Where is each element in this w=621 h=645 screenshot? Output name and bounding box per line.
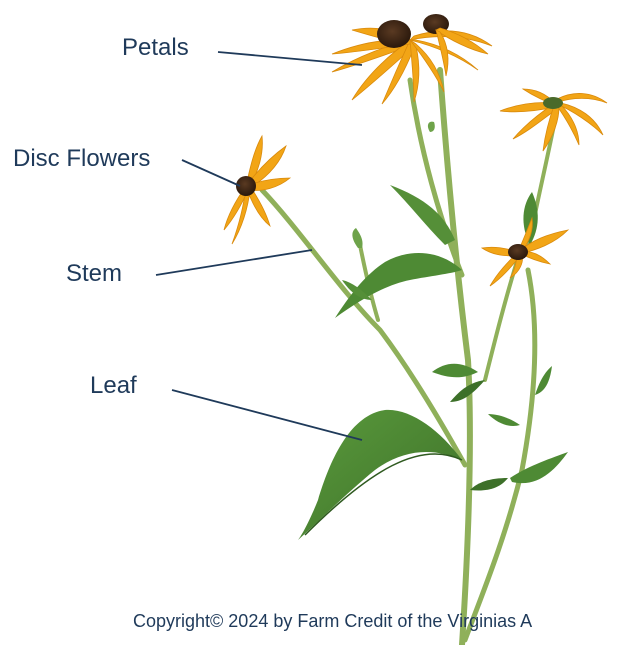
label-stem: Stem: [66, 262, 122, 286]
bud2: [428, 122, 435, 132]
label-petals: Petals: [122, 36, 189, 60]
stems: [262, 70, 555, 645]
leaf-right-mid2: [488, 414, 520, 426]
leader-lines: [156, 52, 362, 440]
leader-line-disc-flowers: [182, 160, 240, 186]
copyright-notice: Copyright© 2024 by Farm Credit of the Vi…: [133, 611, 532, 632]
leaf-right-lower: [510, 452, 568, 483]
label-disc-flowers: Disc Flowers: [13, 147, 150, 171]
flower-right: [500, 89, 607, 151]
leaf-right-lower2: [470, 478, 508, 491]
leader-line-stem: [156, 250, 312, 275]
main-stem: [440, 70, 470, 645]
leader-line-leaf: [172, 390, 362, 440]
leader-line-petals: [218, 52, 362, 65]
label-leaf: Leaf: [90, 374, 137, 398]
leaf-upper: [390, 185, 455, 245]
leaf-right-mid: [535, 366, 552, 395]
bud: [352, 228, 362, 248]
flower-left: [224, 136, 290, 244]
